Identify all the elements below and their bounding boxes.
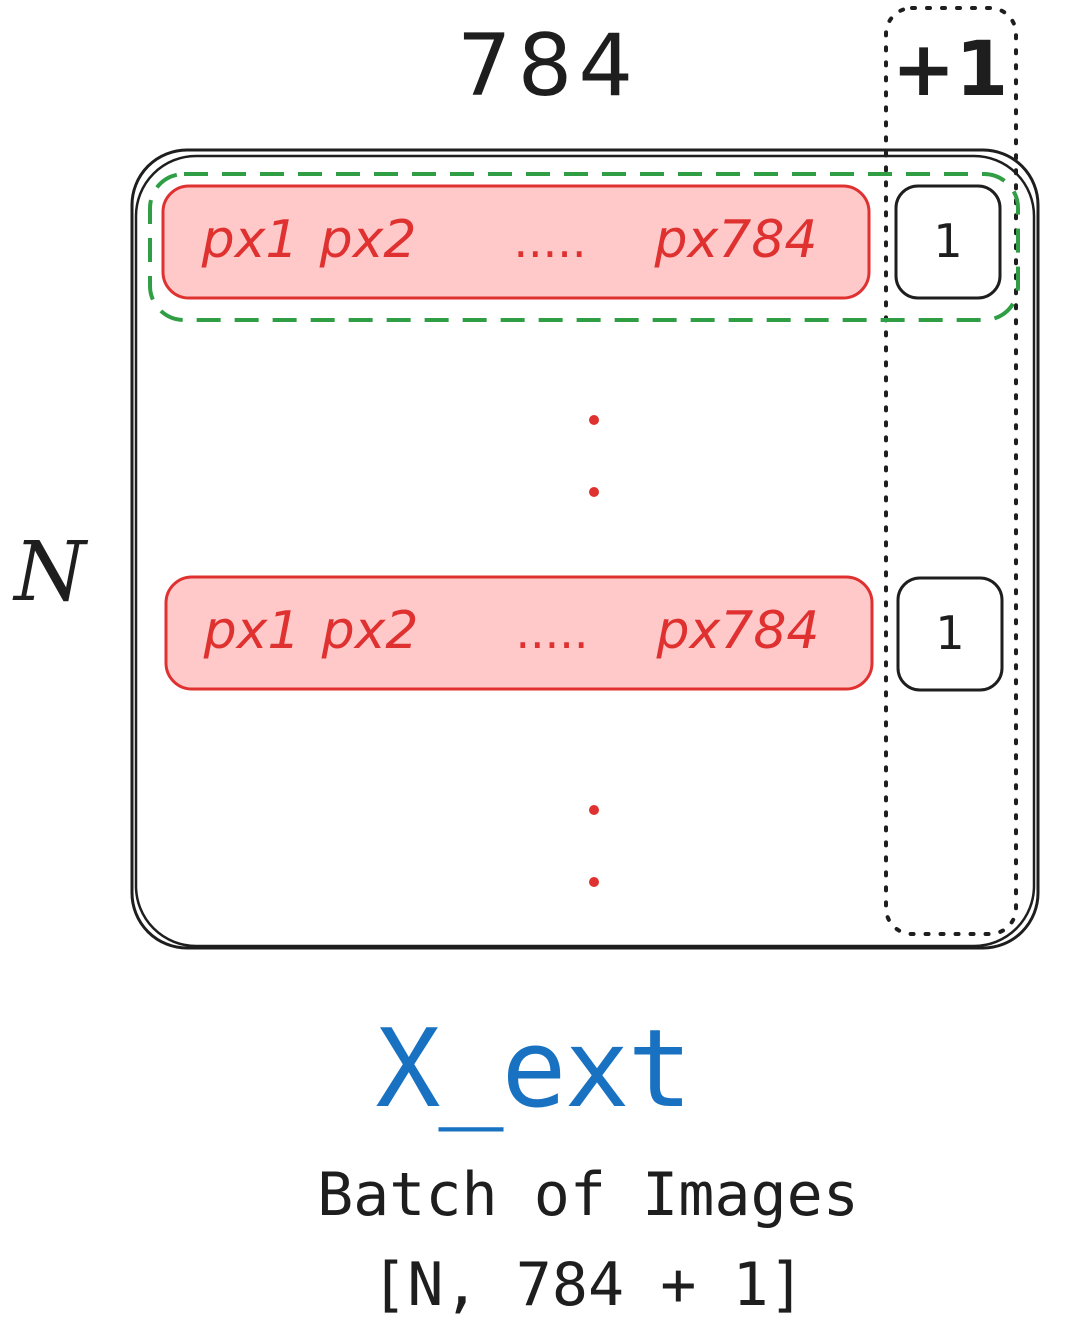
row-ellipsis-dot — [589, 415, 599, 425]
row-pixels-bar — [161, 184, 871, 300]
row-count-label: N — [12, 525, 89, 620]
row-ellipsis-dot — [589, 805, 599, 815]
matrix-description: Batch of Images — [317, 1160, 859, 1230]
row-cell-ellipsis: ..... — [515, 605, 588, 659]
bias-value: 1 — [933, 214, 962, 268]
sample-row-highlight — [148, 172, 1020, 322]
row-ellipsis-dot — [589, 877, 599, 887]
extra-column-outline — [884, 6, 1018, 936]
bias-value: 1 — [935, 606, 964, 660]
row-cell-px1: px1 — [201, 210, 299, 270]
row-cell-px2: px2 — [321, 601, 419, 661]
row-cell-px784: px784 — [653, 210, 817, 270]
column-count-label: 784 — [457, 16, 639, 116]
row-cell-px784: px784 — [655, 601, 819, 661]
bias-cell — [896, 576, 1004, 692]
matrix-row-first: px1 px2 ..... px784 1 — [161, 184, 1002, 300]
row-cell-px2: px2 — [319, 210, 417, 270]
matrix-outline-sketch — [134, 154, 1036, 948]
extra-column-label: +1 — [892, 24, 1009, 113]
matrix-outline — [130, 148, 1040, 950]
bias-cell — [894, 184, 1002, 300]
matrix-shape: [N, 784 + 1] — [371, 1250, 805, 1320]
row-pixels-bar — [164, 575, 874, 691]
matrix-row-second: px1 px2 ..... px784 1 — [164, 575, 1004, 692]
row-ellipsis-dot — [589, 487, 599, 497]
row-cell-px1: px1 — [203, 601, 301, 661]
matrix-title: X_ext — [375, 1007, 692, 1132]
row-cell-ellipsis: ..... — [513, 214, 586, 268]
